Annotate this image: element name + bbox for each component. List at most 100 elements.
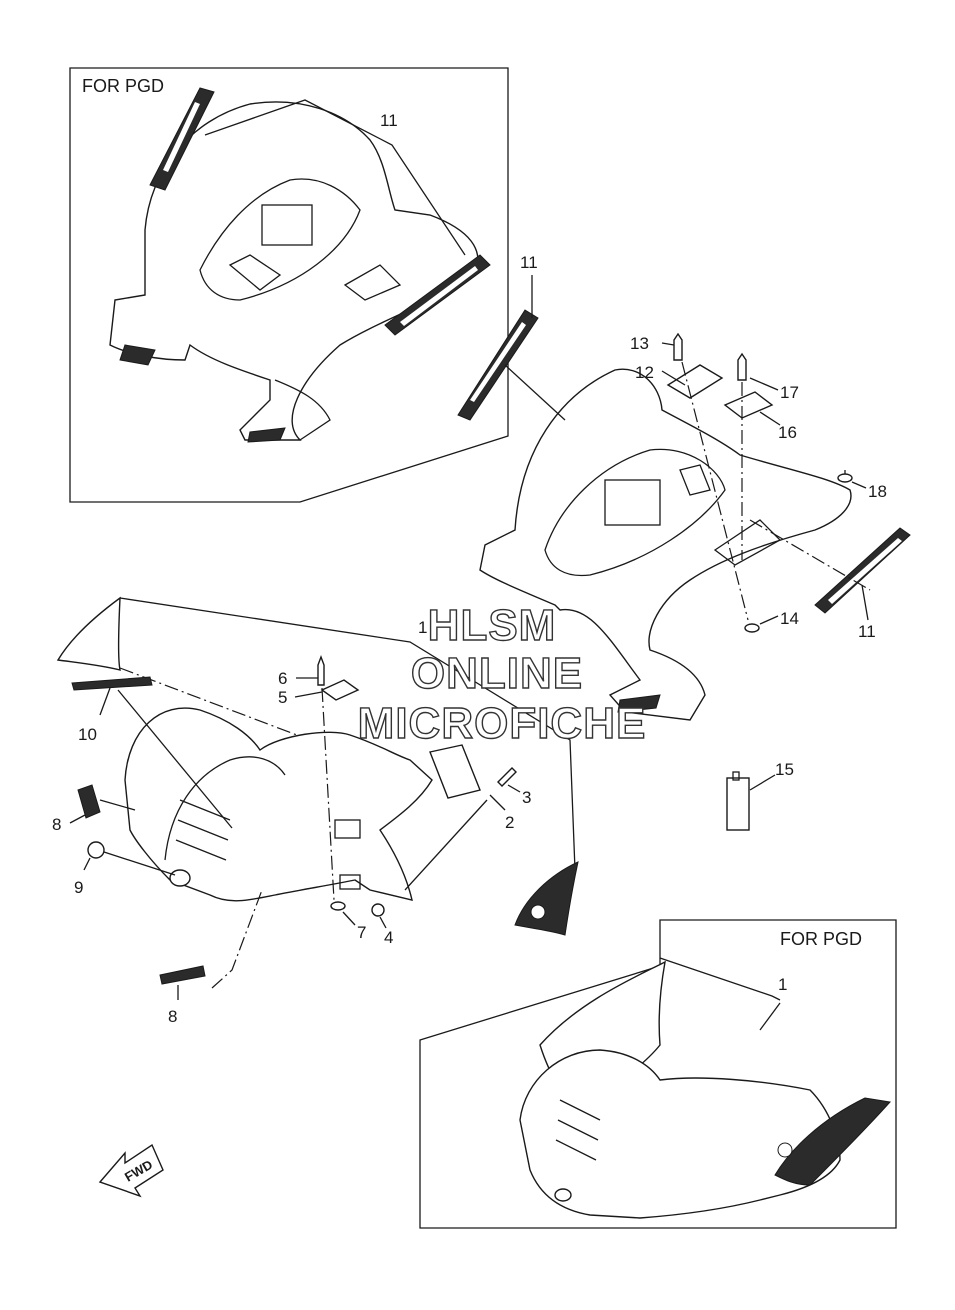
watermark: HLSM ONLINE MICROFICHE bbox=[357, 600, 647, 748]
panel-label-rear: FOR PGD bbox=[82, 76, 164, 96]
leader-15 bbox=[759, 411, 781, 426]
front-fender-grille-pgd bbox=[555, 1099, 601, 1161]
leader-2 bbox=[489, 794, 506, 811]
leader-10-b bbox=[117, 689, 233, 829]
callout-11-top: 11 bbox=[520, 253, 538, 272]
callout-4: 4 bbox=[384, 928, 393, 947]
leader-8-lower-dash bbox=[211, 889, 263, 989]
callout-17: 18 bbox=[868, 482, 887, 501]
leader-1-pgd bbox=[659, 957, 781, 1001]
callout-11-pgd: 11 bbox=[380, 111, 398, 130]
leader-4 bbox=[379, 916, 387, 929]
callout-1-pgd: 1 bbox=[778, 975, 787, 994]
seat-recess-pgd bbox=[199, 178, 361, 301]
fwd-arrow-shape bbox=[98, 1143, 164, 1198]
leader-11-right-dash bbox=[749, 519, 871, 591]
decal-11-top-stripe bbox=[470, 322, 526, 402]
panel-frame-rear bbox=[69, 67, 509, 503]
rear-fender-body bbox=[479, 368, 852, 721]
leader-16 bbox=[749, 377, 779, 391]
callout-15: 16 bbox=[778, 423, 797, 442]
callout-8-upper: 8 bbox=[52, 815, 61, 834]
bracket-pgd bbox=[228, 254, 282, 291]
leader-14 bbox=[759, 615, 779, 625]
leader-5 bbox=[294, 691, 323, 698]
rear-battery-box bbox=[604, 479, 661, 526]
side-emblem-decal bbox=[514, 861, 579, 936]
callout-7: 7 bbox=[357, 923, 366, 942]
rivet-13 bbox=[673, 332, 683, 361]
front-plate-recess bbox=[334, 819, 361, 839]
lower-flare-pgd bbox=[274, 379, 331, 441]
leader-13 bbox=[661, 342, 675, 346]
rear-fender-pgd bbox=[109, 101, 479, 443]
front-fender-contour bbox=[164, 756, 286, 861]
rear-plate-panel bbox=[713, 519, 782, 566]
leader-18 bbox=[749, 774, 776, 791]
leader-6-dash bbox=[321, 687, 335, 901]
leader-3 bbox=[507, 784, 521, 793]
panel-label-front: FOR PGD bbox=[780, 929, 862, 949]
watermark-line-2: ONLINE bbox=[411, 649, 583, 698]
leader-12 bbox=[661, 370, 686, 386]
callout-8-lower: 8 bbox=[168, 1007, 177, 1026]
plate-15 bbox=[723, 391, 774, 419]
plate-12 bbox=[666, 364, 724, 399]
decal-11-left-stripe-pgd bbox=[163, 102, 200, 172]
decal-11-right-stripe-pgd bbox=[400, 266, 478, 326]
grommet-7 bbox=[330, 901, 346, 911]
leader-1 bbox=[119, 597, 576, 871]
decal-10 bbox=[71, 676, 153, 691]
leader-9-b bbox=[103, 851, 176, 876]
decal-11-right-stripe bbox=[828, 538, 902, 604]
rear-seat-recess bbox=[544, 448, 726, 577]
callout-2: 2 bbox=[505, 813, 514, 832]
grommet-14 bbox=[744, 623, 760, 633]
callout-18: 15 bbox=[775, 760, 794, 779]
watermark-line-3: MICROFICHE bbox=[358, 699, 647, 748]
callout-9: 9 bbox=[74, 878, 83, 897]
panel-pgd-rear: FOR PGD 11 bbox=[69, 67, 509, 503]
grommet-17 bbox=[837, 473, 853, 483]
grommet-4 bbox=[371, 903, 385, 917]
plate-5 bbox=[320, 679, 360, 701]
callout-3: 3 bbox=[522, 788, 531, 807]
side-emblem-logo bbox=[530, 904, 546, 920]
decal-8-upper bbox=[77, 784, 101, 819]
leader-1-dash bbox=[119, 667, 311, 741]
callout-12: 12 bbox=[635, 363, 654, 382]
panel-pgd-front: FOR PGD 1 bbox=[419, 919, 897, 1229]
watermark-line-1: HLSM bbox=[428, 601, 557, 650]
callout-16: 17 bbox=[780, 383, 799, 402]
battery-box-pgd bbox=[261, 204, 313, 246]
leader-11-right bbox=[861, 584, 869, 621]
rear-fender-assembly: 11 11 12 13 16 17 18 14 15 bbox=[457, 253, 911, 831]
leader-7 bbox=[342, 911, 356, 926]
tag-18-hanger bbox=[732, 771, 740, 781]
rivet-16 bbox=[737, 352, 747, 381]
leader-11-pgd bbox=[204, 99, 466, 256]
side-emblem-decal-pgd bbox=[774, 1097, 891, 1186]
front-fender-body bbox=[124, 707, 433, 902]
emblem-lower-pgd bbox=[247, 427, 286, 443]
front-fender-grille bbox=[175, 799, 231, 861]
leader-8-upper-b bbox=[99, 799, 136, 811]
callout-1: 1 bbox=[418, 618, 427, 637]
leader-13-dash bbox=[681, 361, 749, 621]
rivet-6 bbox=[317, 655, 325, 686]
leader-2-b bbox=[404, 799, 488, 891]
leader-17-b bbox=[851, 481, 867, 489]
callout-14: 14 bbox=[780, 609, 799, 628]
headlight-left bbox=[169, 869, 191, 887]
emblem-pgd bbox=[119, 344, 156, 366]
leader-8-upper bbox=[69, 814, 86, 824]
side-emblem-logo-pgd bbox=[777, 1142, 793, 1158]
rear-lower-emblem bbox=[617, 694, 661, 713]
leader-10 bbox=[99, 687, 111, 716]
plate-2 bbox=[429, 744, 481, 799]
reflector-9 bbox=[87, 841, 105, 859]
callout-10: 10 bbox=[78, 725, 97, 744]
panel-plate-pgd bbox=[343, 264, 402, 301]
leader-1-pgd-b bbox=[759, 1002, 781, 1031]
rivet-3 bbox=[497, 767, 517, 787]
